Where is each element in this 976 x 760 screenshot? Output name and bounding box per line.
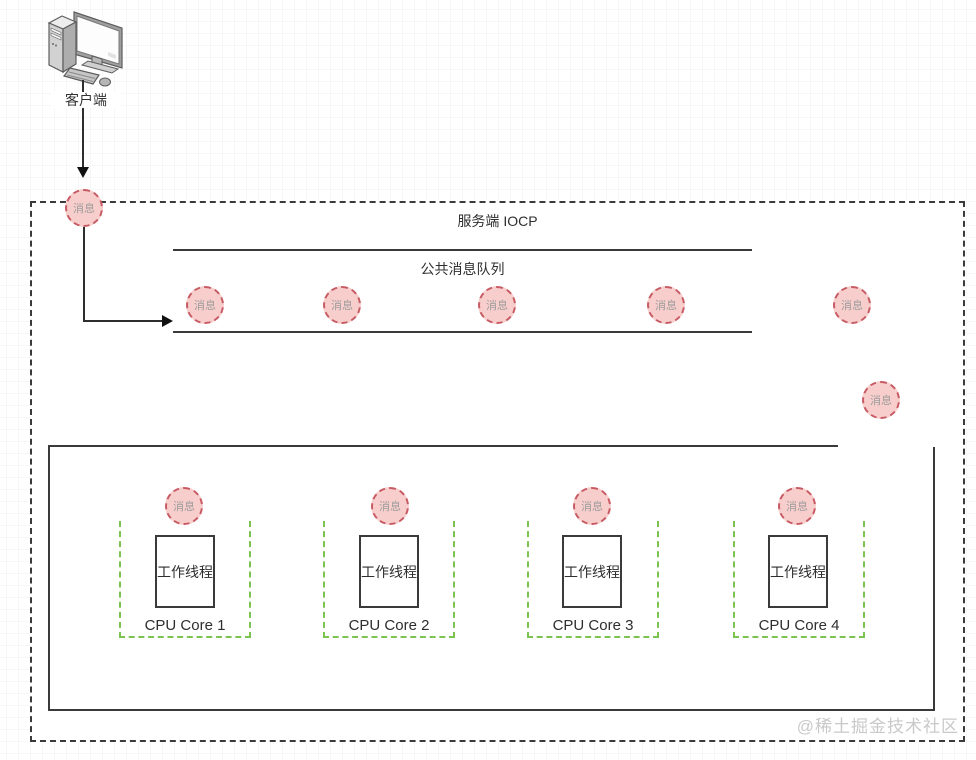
dispatch-connector-horizontal-line (83, 320, 163, 322)
message-bubble-core: 消息 (165, 487, 203, 525)
message-bubble-floating: 消息 (862, 381, 900, 419)
cpu-core-frame (323, 521, 455, 638)
worker-thread-box: 工作线程 (359, 535, 419, 608)
cpu-core-frame (119, 521, 251, 638)
thread-pool-right-line (933, 447, 935, 711)
queue-bottom-line (173, 331, 752, 333)
thread-pool-top-line (48, 445, 838, 447)
thread-pool-left-line (48, 445, 50, 711)
client-label: 客户端 (51, 92, 121, 108)
message-bubble-queue: 消息 (186, 286, 224, 324)
worker-thread-box: 工作线程 (768, 535, 828, 608)
dispatch-arrowhead-icon (162, 315, 173, 327)
message-bubble-queue: 消息 (323, 286, 361, 324)
server-iocp-title: 服务端 IOCP (457, 213, 538, 229)
message-bubble-core: 消息 (573, 487, 611, 525)
dispatch-connector-vertical-line (83, 227, 85, 321)
client-to-server-arrowhead-icon (77, 167, 89, 178)
message-bubble-floating: 消息 (833, 286, 871, 324)
message-bubble-queue: 消息 (647, 286, 685, 324)
cpu-core-label: CPU Core 1 (144, 617, 226, 634)
server-iocp-box (30, 201, 965, 742)
worker-thread-box: 工作线程 (562, 535, 622, 608)
client-to-server-connector-line (82, 80, 84, 168)
watermark-text: @稀土掘金技术社区 (796, 717, 959, 736)
cpu-core-frame (527, 521, 659, 638)
cpu-core-label: CPU Core 2 (348, 617, 430, 634)
cpu-core-label: CPU Core 3 (552, 617, 634, 634)
worker-thread-box: 工作线程 (155, 535, 215, 608)
thread-pool-bottom-line (48, 709, 935, 711)
desktop-computer-icon (47, 11, 123, 87)
queue-top-line (173, 249, 752, 251)
message-bubble-core: 消息 (371, 487, 409, 525)
queue-title: 公共消息队列 (420, 261, 505, 277)
message-bubble-core: 消息 (778, 487, 816, 525)
cpu-core-label: CPU Core 4 (758, 617, 840, 634)
message-bubble-incoming: 消息 (65, 189, 103, 227)
message-bubble-queue: 消息 (478, 286, 516, 324)
cpu-core-frame (733, 521, 865, 638)
